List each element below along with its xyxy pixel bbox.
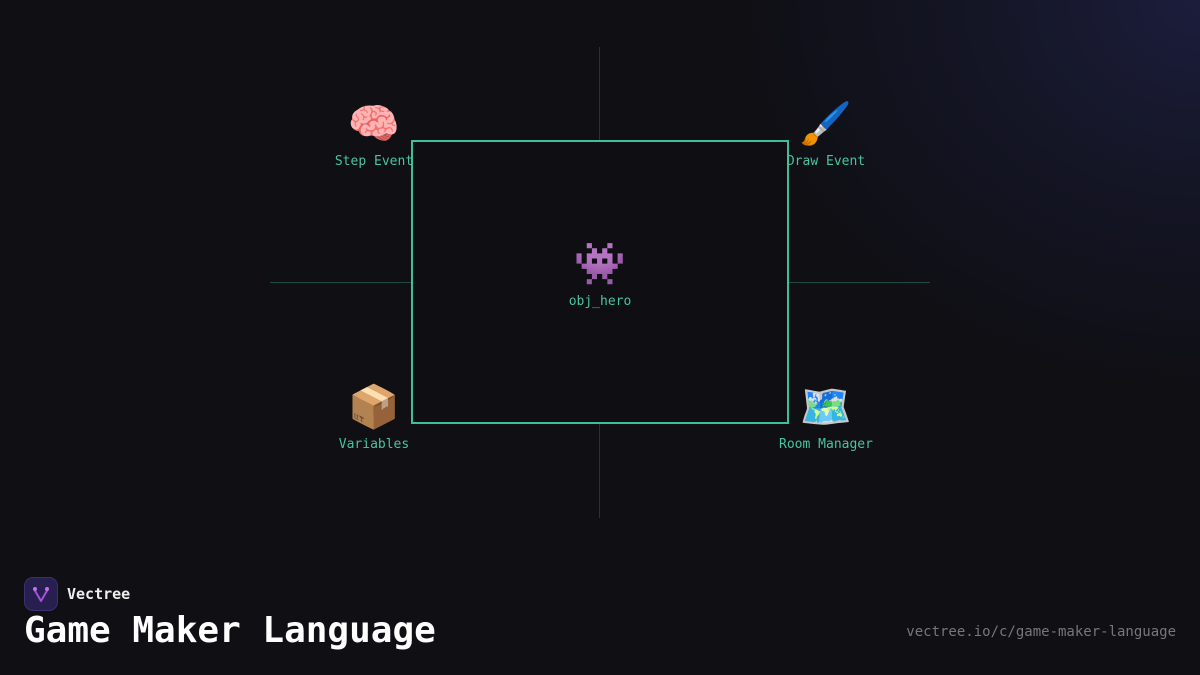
node-variables: 📦 Variables (304, 382, 444, 453)
brand: Vectree (24, 577, 130, 611)
page-title: Game Maker Language (24, 610, 436, 651)
paintbrush-icon: 🖌️ (799, 99, 853, 148)
node-room-manager: 🗺️ Room Manager (756, 382, 896, 453)
package-icon: 📦 (347, 382, 401, 431)
node-label: Room Manager (779, 437, 873, 452)
alien-monster-icon: 👾 (573, 239, 627, 288)
brand-name: Vectree (67, 585, 131, 603)
center-node-label: obj_hero (568, 294, 632, 309)
node-label: Draw Event (786, 154, 866, 169)
vectree-logo-icon (24, 577, 58, 611)
world-map-icon: 🗺️ (799, 382, 853, 431)
node-draw-event: 🖌️ Draw Event (756, 99, 896, 170)
node-step-event: 🧠 Step Event (304, 99, 444, 170)
source-url: vectree.io/c/game-maker-language (906, 624, 1176, 640)
node-label: Variables (338, 437, 410, 452)
center-node-obj-hero: 👾 obj_hero (530, 239, 670, 310)
brain-icon: 🧠 (347, 99, 401, 148)
node-label: Step Event (334, 154, 414, 169)
object-frame (411, 140, 789, 424)
